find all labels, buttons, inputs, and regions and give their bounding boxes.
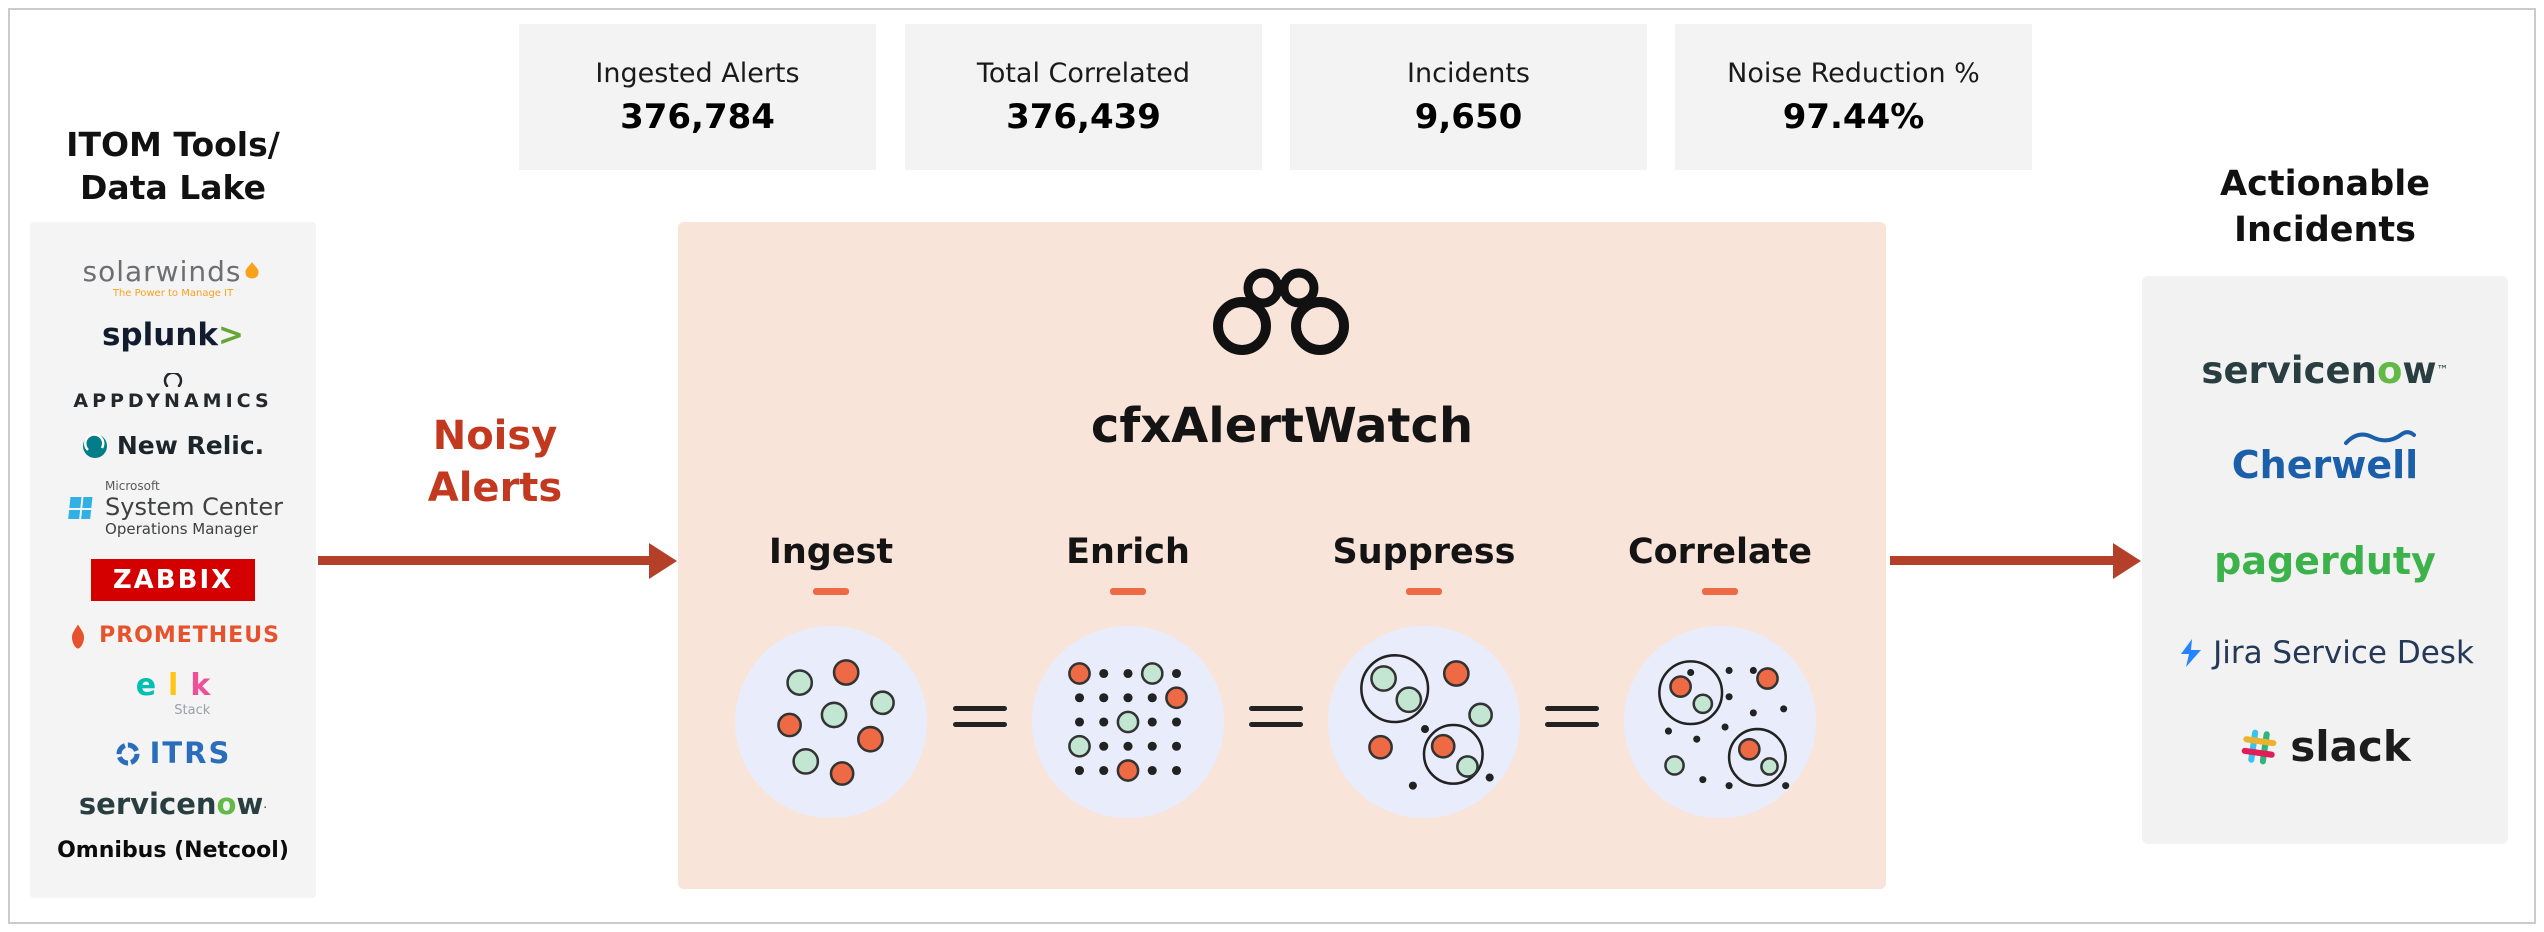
prometheus-wordmark: PROMETHEUS [99,623,280,649]
servicenow-mark: ™ [2436,363,2449,378]
stat-value: 97.44% [1782,96,1925,137]
stat-noise-reduction: Noise Reduction % 97.44% [1675,24,2032,170]
appdynamics-wordmark: APPDYNAMICS [73,389,273,412]
output-flow-arrow [1890,556,2114,565]
omnibus-wordmark: Omnibus (Netcool) [57,838,289,864]
stat-label: Noise Reduction % [1727,57,1980,89]
servicenow-wordmark-pre: servicen [78,786,217,821]
noisy-line2: Alerts [427,465,563,511]
servicenow-wordmark-post: w [2402,348,2437,392]
stage-label-enrich: Enrich [1066,532,1190,572]
stat-incidents: Incidents 9,650 [1290,24,1647,170]
servicenow-o: o [216,786,237,821]
stage-connector [1249,706,1303,727]
servicenow-wordmark-pre: servicen [2201,348,2377,392]
stage-label-suppress: Suppress [1332,532,1516,572]
elk-letter-l: l [168,668,179,704]
cherwell-wave-icon [2344,430,2417,446]
slack-wordmark: slack [2290,722,2411,772]
servicenow-wordmark-post: w [236,786,264,821]
logo-zabbix: ZABBIX [90,559,256,602]
left-title-line1: ITOM Tools/ [66,125,280,164]
system-center-window-icon [68,496,93,519]
stat-label: Total Correlated [976,57,1191,89]
stat-label: Incidents [1407,57,1530,89]
logo-jira-service-desk: Jira Service Desk [2176,634,2474,671]
solarwinds-tagline: The Power to Manage IT [112,287,234,299]
solarwinds-flame-icon [245,261,260,279]
stage-underline [1110,588,1146,595]
prometheus-flame-icon [72,624,85,649]
ingest-diagram [735,626,927,818]
pagerduty-wordmark: pagerduty [2214,538,2436,583]
stat-value: 376,439 [1006,96,1161,137]
logo-pagerduty: pagerduty [2214,542,2436,580]
servicenow-mark: . [263,797,268,812]
suppress-diagram [1328,626,1520,818]
logo-itrs: ITRS [115,739,232,768]
splunk-wordmark: splunk [101,317,219,354]
stage-underline [1406,588,1442,595]
slack-hash-icon [2241,729,2277,765]
splunk-chevron: > [218,317,244,354]
itom-tools-panel: solarwinds The Power to Manage IT splunk… [30,222,316,898]
logo-splunk: splunk > [102,320,244,351]
logo-elk-stack: e l k Stack [135,668,211,719]
appdynamics-arc-icon [163,372,183,387]
product-name: cfxAlertWatch [1090,398,1474,454]
left-panel-title: ITOM Tools/ Data Lake [38,124,308,210]
stat-value: 9,650 [1414,96,1523,137]
cherwell-wordmark: Cherwell [2232,430,2418,484]
stat-label: Ingested Alerts [595,57,800,89]
new-relic-wordmark: New Relic. [116,431,265,461]
zabbix-wordmark: ZABBIX [90,559,256,602]
servicenow-o: o [2376,348,2403,392]
correlate-diagram [1624,626,1816,818]
binoculars-icon [1213,268,1349,355]
logo-appdynamics: APPDYNAMICS [73,372,273,412]
system-center-wordmark: System Center [105,492,283,521]
stage-connector [1545,706,1599,727]
elk-stack-label: Stack [174,703,211,719]
stat-value: 376,784 [620,96,775,137]
jira-wordmark: Jira Service Desk [2213,634,2474,671]
right-title-line1: Actionable [2220,164,2430,204]
noisy-alerts-label: Noisy Alerts [380,410,610,514]
logo-system-center: Microsoft System Center Operations Manag… [63,479,283,538]
stage-connector [953,706,1007,727]
solarwinds-wordmark: solarwinds [82,254,242,288]
elk-letter-e: e [135,668,157,704]
right-panel-title: Actionable Incidents [2160,162,2490,253]
new-relic-circle-icon [82,432,107,458]
stage-underline [1702,588,1738,595]
stat-ingested-alerts: Ingested Alerts 376,784 [519,24,876,170]
itrs-ring-icon [116,742,140,766]
stage-label-ingest: Ingest [768,532,894,572]
noisy-line1: Noisy [432,413,558,459]
outer-frame [8,8,2536,924]
stat-total-correlated: Total Correlated 376,439 [905,24,1262,170]
logo-cherwell: Cherwell [2232,430,2418,484]
logo-slack: slack [2239,726,2411,768]
enrich-diagram [1032,626,1224,818]
itrs-wordmark: ITRS [149,736,232,771]
left-title-line2: Data Lake [80,167,266,207]
stage-label-correlate: Correlate [1627,532,1813,572]
stage-underline [813,588,849,595]
logo-new-relic: New Relic. [82,431,265,461]
jira-bolt-icon [2181,639,2202,668]
system-center-brand: Microsoft [105,479,160,494]
system-center-subtitle: Operations Manager [105,519,259,538]
logo-prometheus: PROMETHEUS [66,623,280,650]
elk-letter-k: k [190,668,211,704]
logo-omnibus-netcool: Omnibus (Netcool) [57,840,289,862]
right-title-line2: Incidents [2234,209,2416,250]
logo-solarwinds: solarwinds The Power to Manage IT [82,254,264,299]
ingest-flow-arrow [318,556,650,565]
